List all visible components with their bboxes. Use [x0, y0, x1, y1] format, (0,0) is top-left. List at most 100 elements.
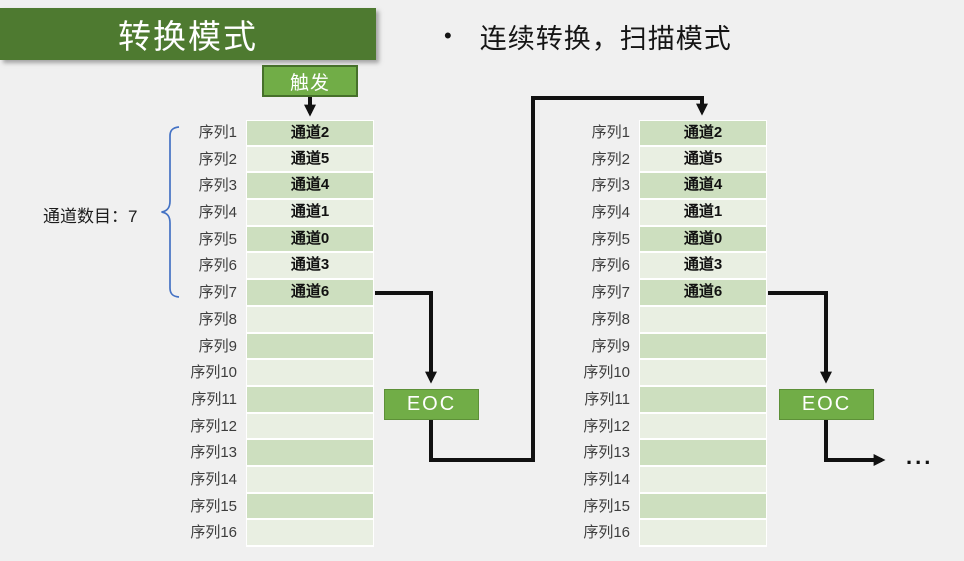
channel-cell: 通道6 [639, 280, 767, 307]
sequence-label: 序列9 [198, 337, 237, 355]
table-row: 序列10 [150, 360, 374, 387]
table-row: 序列16 [150, 520, 374, 547]
sequence-label: 序列4 [591, 204, 630, 222]
table-row: 序列8 [543, 306, 767, 334]
table-row: 序列11 [150, 386, 374, 414]
channel-cell [639, 466, 767, 494]
sequence-label: 序列13 [583, 444, 630, 462]
table-row: 序列12 [150, 413, 374, 441]
sequence-label: 序列14 [190, 470, 237, 488]
eoc-box-left: EOC [384, 389, 479, 420]
table-row: 序列7 通道6 [150, 280, 374, 307]
sequence-label: 序列14 [583, 470, 630, 488]
left-seq7-to-eoc-arrow [375, 291, 437, 384]
sequence-label: 序列12 [190, 417, 237, 435]
table-row: 序列8 [150, 306, 374, 334]
table-row: 序列14 [543, 466, 767, 494]
channel-cell [246, 520, 374, 547]
bullet-item: • 连续转换，扫描模式 [444, 18, 732, 54]
sequence-table-right: 序列1 通道2 序列2 通道5 序列3 通道4 序列4 通道1 序列5 通道0 序列6 通道3 序列7 通… [543, 120, 767, 547]
channel-cell: 通道2 [639, 120, 767, 147]
table-row: 序列16 [543, 520, 767, 547]
sequence-label: 序列15 [190, 497, 237, 515]
table-row: 序列5 通道0 [543, 226, 767, 254]
sequence-label: 序列11 [584, 390, 630, 408]
sequence-label: 序列3 [591, 177, 630, 195]
sequence-label: 序列9 [591, 337, 630, 355]
sequence-label: 序列6 [198, 257, 237, 275]
channel-cell [246, 466, 374, 494]
sequence-label: 序列4 [198, 204, 237, 222]
channel-cell: 通道5 [246, 146, 374, 174]
sequence-label: 序列7 [591, 284, 630, 302]
channel-cell [639, 306, 767, 334]
channel-cell: 通道0 [246, 226, 374, 254]
table-row: 序列9 [150, 333, 374, 361]
table-row: 序列4 通道1 [543, 200, 767, 227]
sequence-label: 序列11 [191, 390, 237, 408]
channel-cell: 通道1 [246, 200, 374, 227]
sequence-label: 序列2 [198, 150, 237, 168]
table-row: 序列12 [543, 413, 767, 441]
channel-cell [639, 520, 767, 547]
channel-cell [246, 413, 374, 441]
sequence-label: 序列12 [583, 417, 630, 435]
channel-cell: 通道5 [639, 146, 767, 174]
channel-cell [246, 386, 374, 414]
sequence-label: 序列8 [591, 310, 630, 328]
table-row: 序列13 [543, 440, 767, 467]
sequence-label: 序列10 [190, 364, 237, 382]
channel-cell: 通道1 [639, 200, 767, 227]
channel-cell: 通道3 [639, 253, 767, 281]
bullet-icon: • [444, 23, 452, 48]
sequence-label: 序列10 [583, 364, 630, 382]
table-row: 序列3 通道4 [543, 173, 767, 201]
table-row: 序列7 通道6 [543, 280, 767, 307]
sequence-label: 序列3 [198, 177, 237, 195]
page-title: 转换模式 [0, 8, 376, 60]
sequence-label: 序列16 [190, 524, 237, 542]
sequence-label: 序列16 [583, 524, 630, 542]
table-row: 序列15 [543, 493, 767, 521]
sequence-label: 序列2 [591, 150, 630, 168]
sequence-label: 序列8 [198, 310, 237, 328]
channel-cell [639, 493, 767, 521]
page-title-text: 转换模式 [118, 18, 258, 55]
bullet-text: 连续转换，扫描模式 [479, 23, 732, 54]
channel-cell: 通道6 [246, 280, 374, 307]
channel-cell [639, 413, 767, 441]
sequence-label: 序列1 [198, 124, 237, 141]
eoc-box-right: EOC [779, 389, 874, 420]
channel-cell [639, 333, 767, 361]
sequence-label: 序列1 [591, 124, 630, 141]
table-row: 序列14 [150, 466, 374, 494]
channel-cell: 通道0 [639, 226, 767, 254]
sequence-label: 序列13 [190, 444, 237, 462]
right-continuation-arrow [824, 420, 886, 466]
channel-cell [246, 440, 374, 467]
table-row: 序列9 [543, 333, 767, 361]
sequence-label: 序列6 [591, 257, 630, 275]
table-row: 序列2 通道5 [543, 146, 767, 174]
table-row: 序列13 [150, 440, 374, 467]
continuation-ellipsis: ... [906, 444, 934, 469]
channel-cell [639, 440, 767, 467]
channel-cell: 通道4 [639, 173, 767, 201]
sequence-label: 序列15 [583, 497, 630, 515]
table-row: 序列6 通道3 [543, 253, 767, 281]
channel-cell [639, 386, 767, 414]
channel-cell [246, 306, 374, 334]
channel-cell [246, 493, 374, 521]
channel-cell [246, 333, 374, 361]
table-row: 序列10 [543, 360, 767, 387]
sequence-label: 序列5 [591, 230, 630, 248]
sequence-label: 序列5 [198, 230, 237, 248]
trigger-box: 触发 [262, 65, 358, 97]
sequence-label: 序列7 [198, 284, 237, 302]
